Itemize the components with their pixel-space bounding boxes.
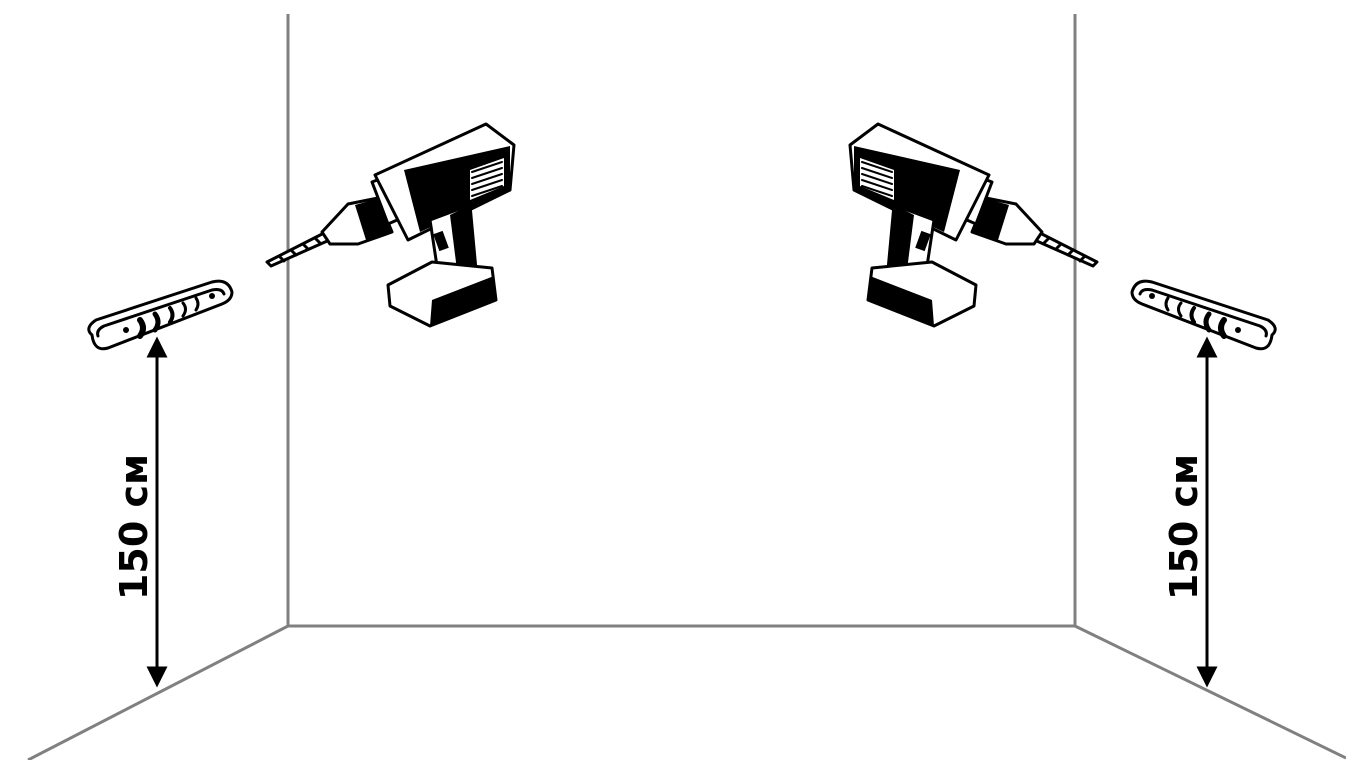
- drill-icon: [265, 122, 516, 328]
- wall-mount-bracket-icon: [89, 281, 232, 349]
- floor-right-edge: [1074, 624, 1346, 760]
- wall-mount-bracket-icon: [1132, 281, 1275, 349]
- room-outline: [27, 14, 1346, 760]
- left-height-label: 150 см: [112, 454, 156, 600]
- floor-left-edge: [27, 624, 289, 760]
- right-height-label: 150 см: [1162, 454, 1206, 600]
- drill-icon: [848, 122, 1099, 328]
